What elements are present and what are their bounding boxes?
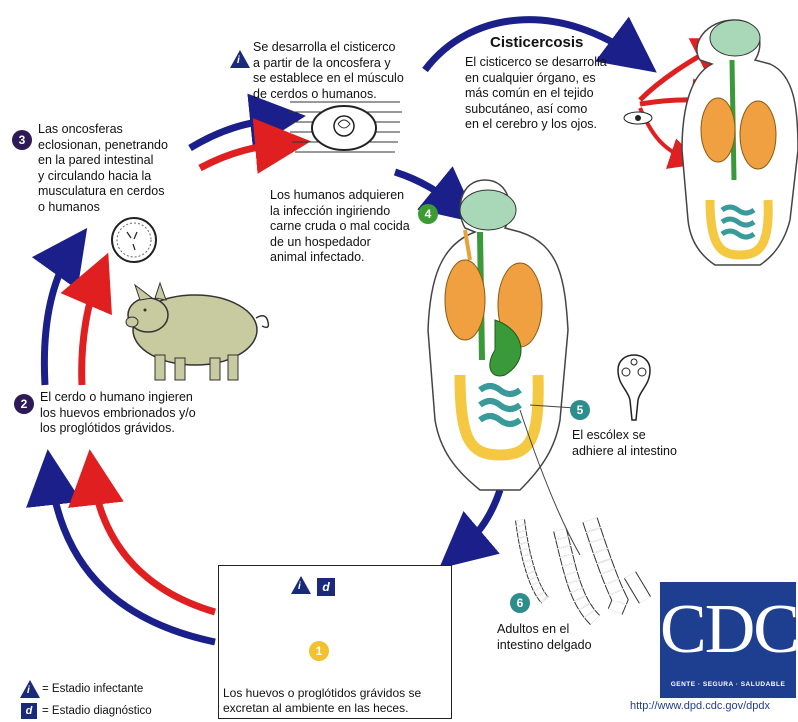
step-3-text: Las oncosferas eclosionan, penetrando en… [38,122,168,215]
infective-stage-icon: i [230,50,250,68]
arrow-adult-to-box [455,490,500,555]
cdc-logo-letters: CDC [660,590,796,670]
step-2-badge: 2 [14,394,34,414]
arrow-step2-to-step3-red [82,272,100,385]
infective-stage-label: = Estadio infectante [42,682,143,698]
step-4-text: Los humanos adquieren la infección ingir… [270,188,410,266]
step-1-text: Los huevos o proglótidos grávidos se exc… [223,686,421,716]
human-body-top-right [682,20,798,265]
eye-cyst-figure [624,112,652,124]
step-2-text: El cerdo o humano ingieren los huevos em… [40,390,196,437]
step-3-badge: 3 [12,130,32,150]
human-body-center [428,180,568,490]
step-5-text: El escólex se adhiere al intestino [572,428,677,459]
adult-worm-figure [520,520,645,620]
cysticercus-note-text: Se desarrolla el cisticerco a partir de … [253,40,404,102]
step-6-text: Adultos en el intestino delgado [497,622,592,653]
diagnostic-stage-label: = Estadio diagnóstico [42,704,152,720]
step-6-badge: 6 [510,593,530,613]
cdc-logo: CDC GENTE · SEGURA · SALUDABLE [660,582,796,698]
arrow-step3-to-cyst-red [200,143,290,168]
diagnostic-stage-legend-icon: d [21,703,37,719]
step-4-badge: 4 [418,204,438,224]
pig-figure [126,283,268,380]
arrow-box-to-step2-blue [50,470,215,642]
source-url[interactable]: http://www.dpd.cdc.gov/dpdx [630,700,770,712]
cysticercus-in-muscle-figure [288,102,402,152]
infective-stage-legend-icon: i [20,680,40,698]
diagnostic-stage-icon: d [317,578,335,596]
oncosphere-figure [112,218,156,262]
arrow-step2-to-step3-blue [44,245,75,385]
excretion-box: i d 1 Los huevos o proglótidos grávidos … [218,565,452,719]
cysticercosis-title: Cisticercosis [490,34,583,51]
infective-stage-icon: i [291,576,311,594]
cysticercosis-text: El cisticerco se desarrolla en cualquier… [465,55,607,133]
cdc-logo-motto: GENTE · SEGURA · SALUDABLE [660,681,796,688]
step-5-badge: 5 [570,400,590,420]
step-1-badge: 1 [309,641,329,661]
